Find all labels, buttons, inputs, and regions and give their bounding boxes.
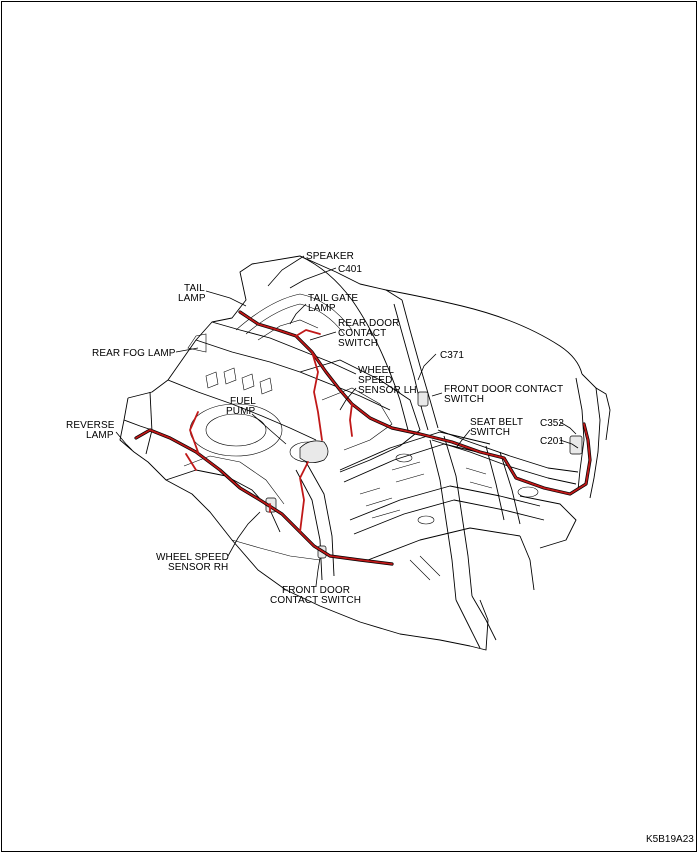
label-front-door-switch-top-1: FRONT DOOR CONTACT — [444, 384, 563, 395]
label-c201: C201 — [540, 436, 564, 447]
label-wheel-speed-lh-3: SENSOR LH — [358, 385, 417, 396]
label-fuel-pump-1: FUEL — [230, 396, 256, 407]
figure-code: K5B19A23 — [646, 834, 694, 845]
label-tail-lamp-1: TAIL — [184, 283, 205, 294]
label-front-door-switch-bottom-2: CONTACT SWITCH — [270, 595, 361, 606]
label-front-door-switch-bottom-1: FRONT DOOR — [282, 585, 350, 596]
label-wheel-speed-lh-1: WHEEL — [358, 365, 394, 376]
label-rear-door-switch-1: REAR DOOR — [338, 318, 399, 329]
leader-lines — [115, 255, 579, 587]
label-fuel-pump-2: PUMP — [226, 406, 256, 417]
label-wheel-speed-rh-2: SENSOR RH — [168, 562, 228, 573]
component-labels: SPEAKER C401 TAIL LAMP TAIL GATE LAMP RE… — [66, 251, 564, 606]
label-reverse-lamp-1: REVERSE — [66, 420, 115, 431]
label-rear-fog-lamp: REAR FOG LAMP — [92, 348, 176, 359]
label-reverse-lamp-2: LAMP — [86, 430, 114, 441]
label-seat-belt-switch-2: SWITCH — [470, 427, 510, 438]
label-wheel-speed-lh-2: SPEED — [358, 375, 392, 386]
label-c401: C401 — [338, 264, 362, 275]
label-tail-gate-lamp-1: TAIL GATE — [308, 293, 358, 304]
label-speaker: SPEAKER — [306, 251, 354, 262]
label-rear-door-switch-2: CONTACT — [338, 328, 386, 339]
vehicle-body — [119, 255, 611, 651]
wiring-harness — [134, 310, 592, 566]
label-front-door-switch-top-2: SWITCH — [444, 394, 484, 405]
label-seat-belt-switch-1: SEAT BELT — [470, 417, 523, 428]
label-tail-lamp-2: LAMP — [178, 293, 206, 304]
label-tail-gate-lamp-2: LAMP — [308, 303, 336, 314]
label-c371: C371 — [440, 350, 464, 361]
label-rear-door-switch-3: SWITCH — [338, 338, 378, 349]
label-c352: C352 — [540, 418, 564, 429]
label-wheel-speed-rh-1: WHEEL SPEED — [156, 552, 229, 563]
